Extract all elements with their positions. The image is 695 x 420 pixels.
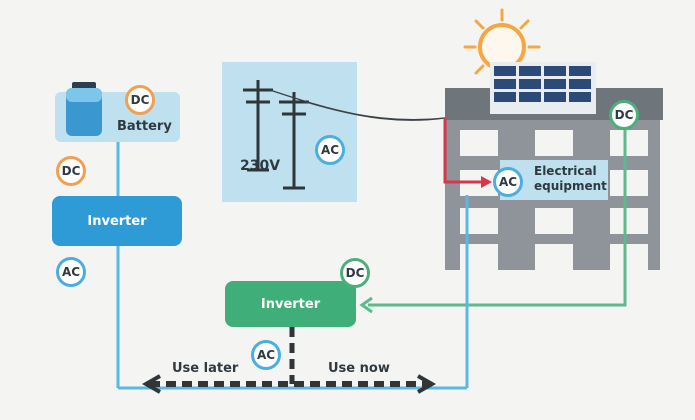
grid-panel: [222, 62, 357, 202]
grid-wire-2: [305, 101, 446, 121]
grid-ac-badge: AC: [315, 135, 345, 165]
power-pole-icon: [243, 80, 309, 190]
inverter-center-label: Inverter: [260, 296, 321, 312]
use-now-label: Use now: [328, 361, 390, 376]
inverter-ac-badge: AC: [56, 257, 86, 287]
center-inverter-ac-badge: AC: [251, 340, 281, 370]
battery-icon: [66, 82, 102, 136]
solar-dc-arrow: [359, 296, 373, 314]
use-now-arrow: [417, 374, 437, 394]
inverter-box-left: Inverter: [52, 196, 182, 246]
inverter-left-label: Inverter: [87, 213, 147, 229]
solar-dc-line: [368, 128, 627, 307]
solar-dc-badge: DC: [609, 100, 639, 130]
battery-dc-badge: DC: [125, 85, 155, 115]
use-later-label: Use later: [172, 361, 239, 376]
voltage-label: 230V: [240, 158, 281, 174]
center-inverter-dc-badge: DC: [340, 258, 370, 288]
equipment-ac-badge: AC: [493, 167, 523, 197]
grid-feed-arrow: [481, 176, 492, 188]
equipment-label: Electrical equipment: [534, 164, 607, 193]
use-later-arrow: [141, 374, 161, 394]
solar-panel-icon: [490, 62, 596, 114]
battery-label: Battery: [117, 119, 172, 134]
inverter-dc-badge: DC: [56, 156, 86, 186]
inverter-box-center: Inverter: [225, 281, 356, 327]
grid-feed-line: [443, 118, 482, 184]
